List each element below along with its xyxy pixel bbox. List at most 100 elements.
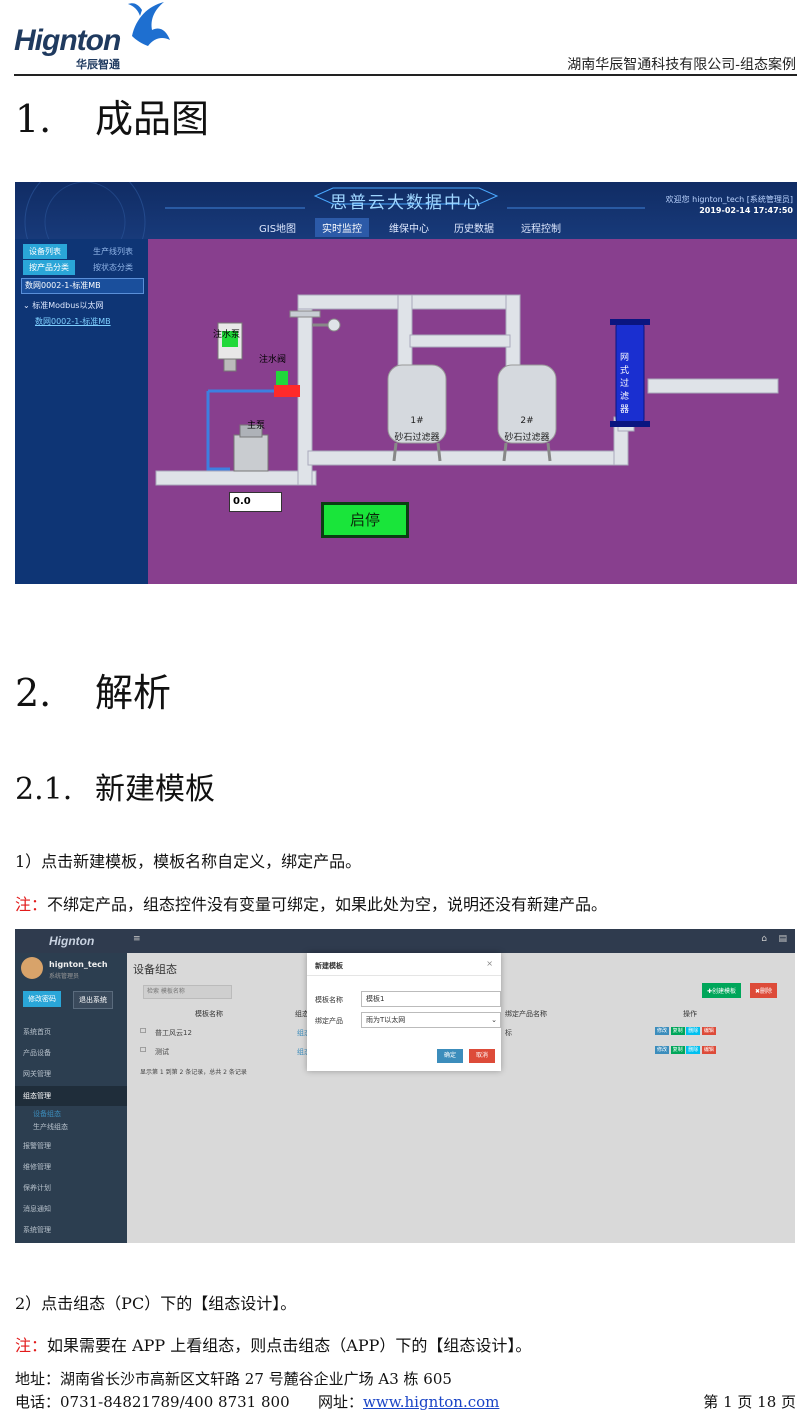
- row-1-actions: 修改 复制 删除 编辑: [655, 1027, 716, 1035]
- inject-valve-label: 注水阀: [259, 355, 287, 365]
- header-divider: [14, 74, 797, 76]
- menu-notifications[interactable]: 消息通知: [23, 1205, 51, 1213]
- tree-root-label: 标准Modbus以太网: [32, 301, 104, 310]
- home-icon[interactable]: ⌂: [761, 934, 767, 944]
- pipeline-diagram: [155, 294, 779, 486]
- tree-root-node[interactable]: ⌄ 标准Modbus以太网: [23, 301, 104, 310]
- document-icon[interactable]: ▤: [778, 934, 787, 944]
- delete-button[interactable]: ✖删除: [750, 983, 778, 998]
- col-bound-product: 绑定产品名称: [505, 1010, 547, 1018]
- logout-button[interactable]: 退出系统: [73, 991, 113, 1009]
- tank2-name: 砂石过滤器: [504, 433, 550, 443]
- menu-system[interactable]: 系统管理: [23, 1226, 51, 1234]
- menu-gateway[interactable]: 网关管理: [23, 1070, 51, 1078]
- section-2-number: 2.: [15, 671, 52, 715]
- username: hignton_tech: [49, 960, 108, 969]
- col-scada: 组态: [295, 1010, 309, 1018]
- note-2: 注：如果需要在 APP 上看组态，则点击组态（APP）下的【组态设计】。: [15, 1332, 531, 1356]
- col-operations: 操作: [683, 1010, 697, 1018]
- row-2-edit-action[interactable]: 修改: [655, 1046, 670, 1054]
- row-1-copy-action[interactable]: 复制: [670, 1027, 685, 1035]
- modify-password-button[interactable]: 修改密码: [23, 991, 61, 1007]
- step-1-text: 1）点击新建模板，模板名称自定义，绑定产品。: [15, 852, 362, 871]
- template-search-input[interactable]: 检索 模板名称: [143, 985, 232, 999]
- step-2-text: 2）点击组态（PC）下的【组态设计】。: [15, 1294, 297, 1313]
- admin-top-bar: [15, 929, 795, 953]
- dashboard-title: 思普云大数据中心: [330, 193, 482, 213]
- menu-alarm[interactable]: 报警管理: [23, 1142, 51, 1150]
- user-role: 系统管理员: [49, 973, 80, 980]
- nav-gis-map[interactable]: GIS地图: [259, 224, 297, 235]
- row-1-checkbox[interactable]: ☐: [140, 1027, 147, 1035]
- dialog-confirm-button[interactable]: 确定: [437, 1049, 463, 1063]
- mesh-filter-label: 网式过滤器: [620, 353, 630, 415]
- footer-address: 地址：湖南省长沙市高新区文轩路 27 号麓谷企业广场 A3 栋 605: [15, 1370, 452, 1388]
- template-name-input[interactable]: 模板1: [361, 991, 501, 1007]
- company-header: 湖南华辰智通科技有限公司-组态案例: [567, 57, 796, 73]
- menu-toggle-icon[interactable]: ≡: [133, 934, 141, 944]
- dialog-cancel-button[interactable]: 取消: [469, 1049, 495, 1063]
- hignton-logo-graphic: [128, 2, 170, 46]
- tab-production-line-list[interactable]: 生产线列表: [93, 247, 133, 256]
- row-1-product: 标: [505, 1029, 512, 1037]
- page-number: 第 1 页 18 页: [703, 1393, 796, 1411]
- device-sidebar: [15, 239, 148, 584]
- note-1-text: 不绑定产品，组态控件没有变量可绑定，如果此处为空，说明还没有新建产品。: [47, 895, 608, 914]
- footer-phone: 电话：0731-84821789/400 8731 800: [15, 1393, 290, 1411]
- section-2-title: 解析: [95, 671, 172, 715]
- menu-repair[interactable]: 维修管理: [23, 1163, 51, 1171]
- section-2-1-heading: 2.1. 新建模板: [15, 764, 215, 808]
- menu-product-device[interactable]: 产品设备: [23, 1049, 51, 1057]
- avatar: [21, 957, 43, 979]
- menu-device-scada[interactable]: 设备组态: [33, 1110, 61, 1118]
- section-2-1-title: 新建模板: [95, 772, 215, 807]
- create-template-button[interactable]: ✚创建模板: [702, 983, 742, 998]
- row-1-delete-action[interactable]: 删除: [686, 1027, 701, 1035]
- tab-by-status[interactable]: 按状态分类: [93, 263, 133, 272]
- bind-product-label: 绑定产品: [315, 1017, 343, 1025]
- tab-by-product[interactable]: 按产品分类: [23, 260, 75, 275]
- start-stop-button[interactable]: 启停: [321, 502, 409, 538]
- menu-maintenance-plan[interactable]: 保养计划: [23, 1184, 51, 1192]
- template-name-label: 模板名称: [315, 996, 343, 1004]
- section-2-heading: 2. 解析: [15, 662, 171, 717]
- menu-scada-management[interactable]: 组态管理: [23, 1092, 51, 1100]
- row-1-design-action[interactable]: 编辑: [701, 1027, 716, 1035]
- row-2-delete-action[interactable]: 删除: [686, 1046, 701, 1054]
- note-1: 注：不绑定产品，组态控件没有变量可绑定，如果此处为空，说明还没有新建产品。: [15, 891, 607, 915]
- top-bar-decoration: [24, 182, 645, 239]
- device-search-input[interactable]: 数网0002-1-标准MB: [21, 278, 144, 294]
- row-1-edit-action[interactable]: 修改: [655, 1027, 670, 1035]
- section-1-number: 1.: [15, 97, 52, 141]
- row-2-scada-link[interactable]: 组态: [297, 1048, 311, 1056]
- new-template-dialog: 新建模板 × 模板名称 模板1 绑定产品 雨为T以太网⌄ 确定 取消: [307, 953, 501, 1071]
- section-2-1-number: 2.1.: [15, 772, 73, 807]
- tank1-name: 砂石过滤器: [394, 433, 440, 443]
- section-1-title: 成品图: [95, 97, 210, 141]
- row-1-scada-link[interactable]: 组态: [297, 1029, 311, 1037]
- row-2-copy-action[interactable]: 复制: [670, 1046, 685, 1054]
- nav-maintenance-center[interactable]: 维保中心: [389, 224, 429, 235]
- bind-product-select[interactable]: 雨为T以太网⌄: [361, 1012, 501, 1028]
- tab-device-list[interactable]: 设备列表: [23, 244, 67, 259]
- tree-child-node[interactable]: 数网0002-1-标准MB: [35, 317, 111, 326]
- menu-scada-active-bg: [15, 1086, 127, 1106]
- menu-home[interactable]: 系统首页: [23, 1028, 51, 1036]
- row-1-name: 普工风云12: [155, 1029, 192, 1037]
- pager-info: 显示第 1 到第 2 条记录，总共 2 条记录: [140, 1069, 247, 1076]
- col-template-name: 模板名称: [195, 1010, 223, 1018]
- row-2-actions: 修改 复制 删除 编辑: [655, 1046, 716, 1054]
- menu-line-scada[interactable]: 生产线组态: [33, 1123, 68, 1131]
- nav-realtime-monitor[interactable]: 实时监控: [315, 218, 369, 237]
- row-2-checkbox[interactable]: ☐: [140, 1046, 147, 1054]
- finished-scada-screenshot: 思普云大数据中心 欢迎您 hignton_tech [系统管理员] 2019-0…: [15, 182, 797, 584]
- nav-history-data[interactable]: 历史数据: [454, 224, 494, 235]
- dialog-close-icon[interactable]: ×: [486, 959, 493, 968]
- footer-website: 网址：www.hignton.com: [318, 1391, 499, 1412]
- section-1-heading: 1. 成品图: [15, 88, 209, 143]
- row-2-design-action[interactable]: 编辑: [701, 1046, 716, 1054]
- footer-website-link[interactable]: www.hignton.com: [363, 1393, 500, 1411]
- flow-value-display: 0.0: [229, 492, 282, 512]
- bind-product-value: 雨为T以太网: [366, 1016, 406, 1024]
- nav-remote-control[interactable]: 远程控制: [521, 224, 561, 235]
